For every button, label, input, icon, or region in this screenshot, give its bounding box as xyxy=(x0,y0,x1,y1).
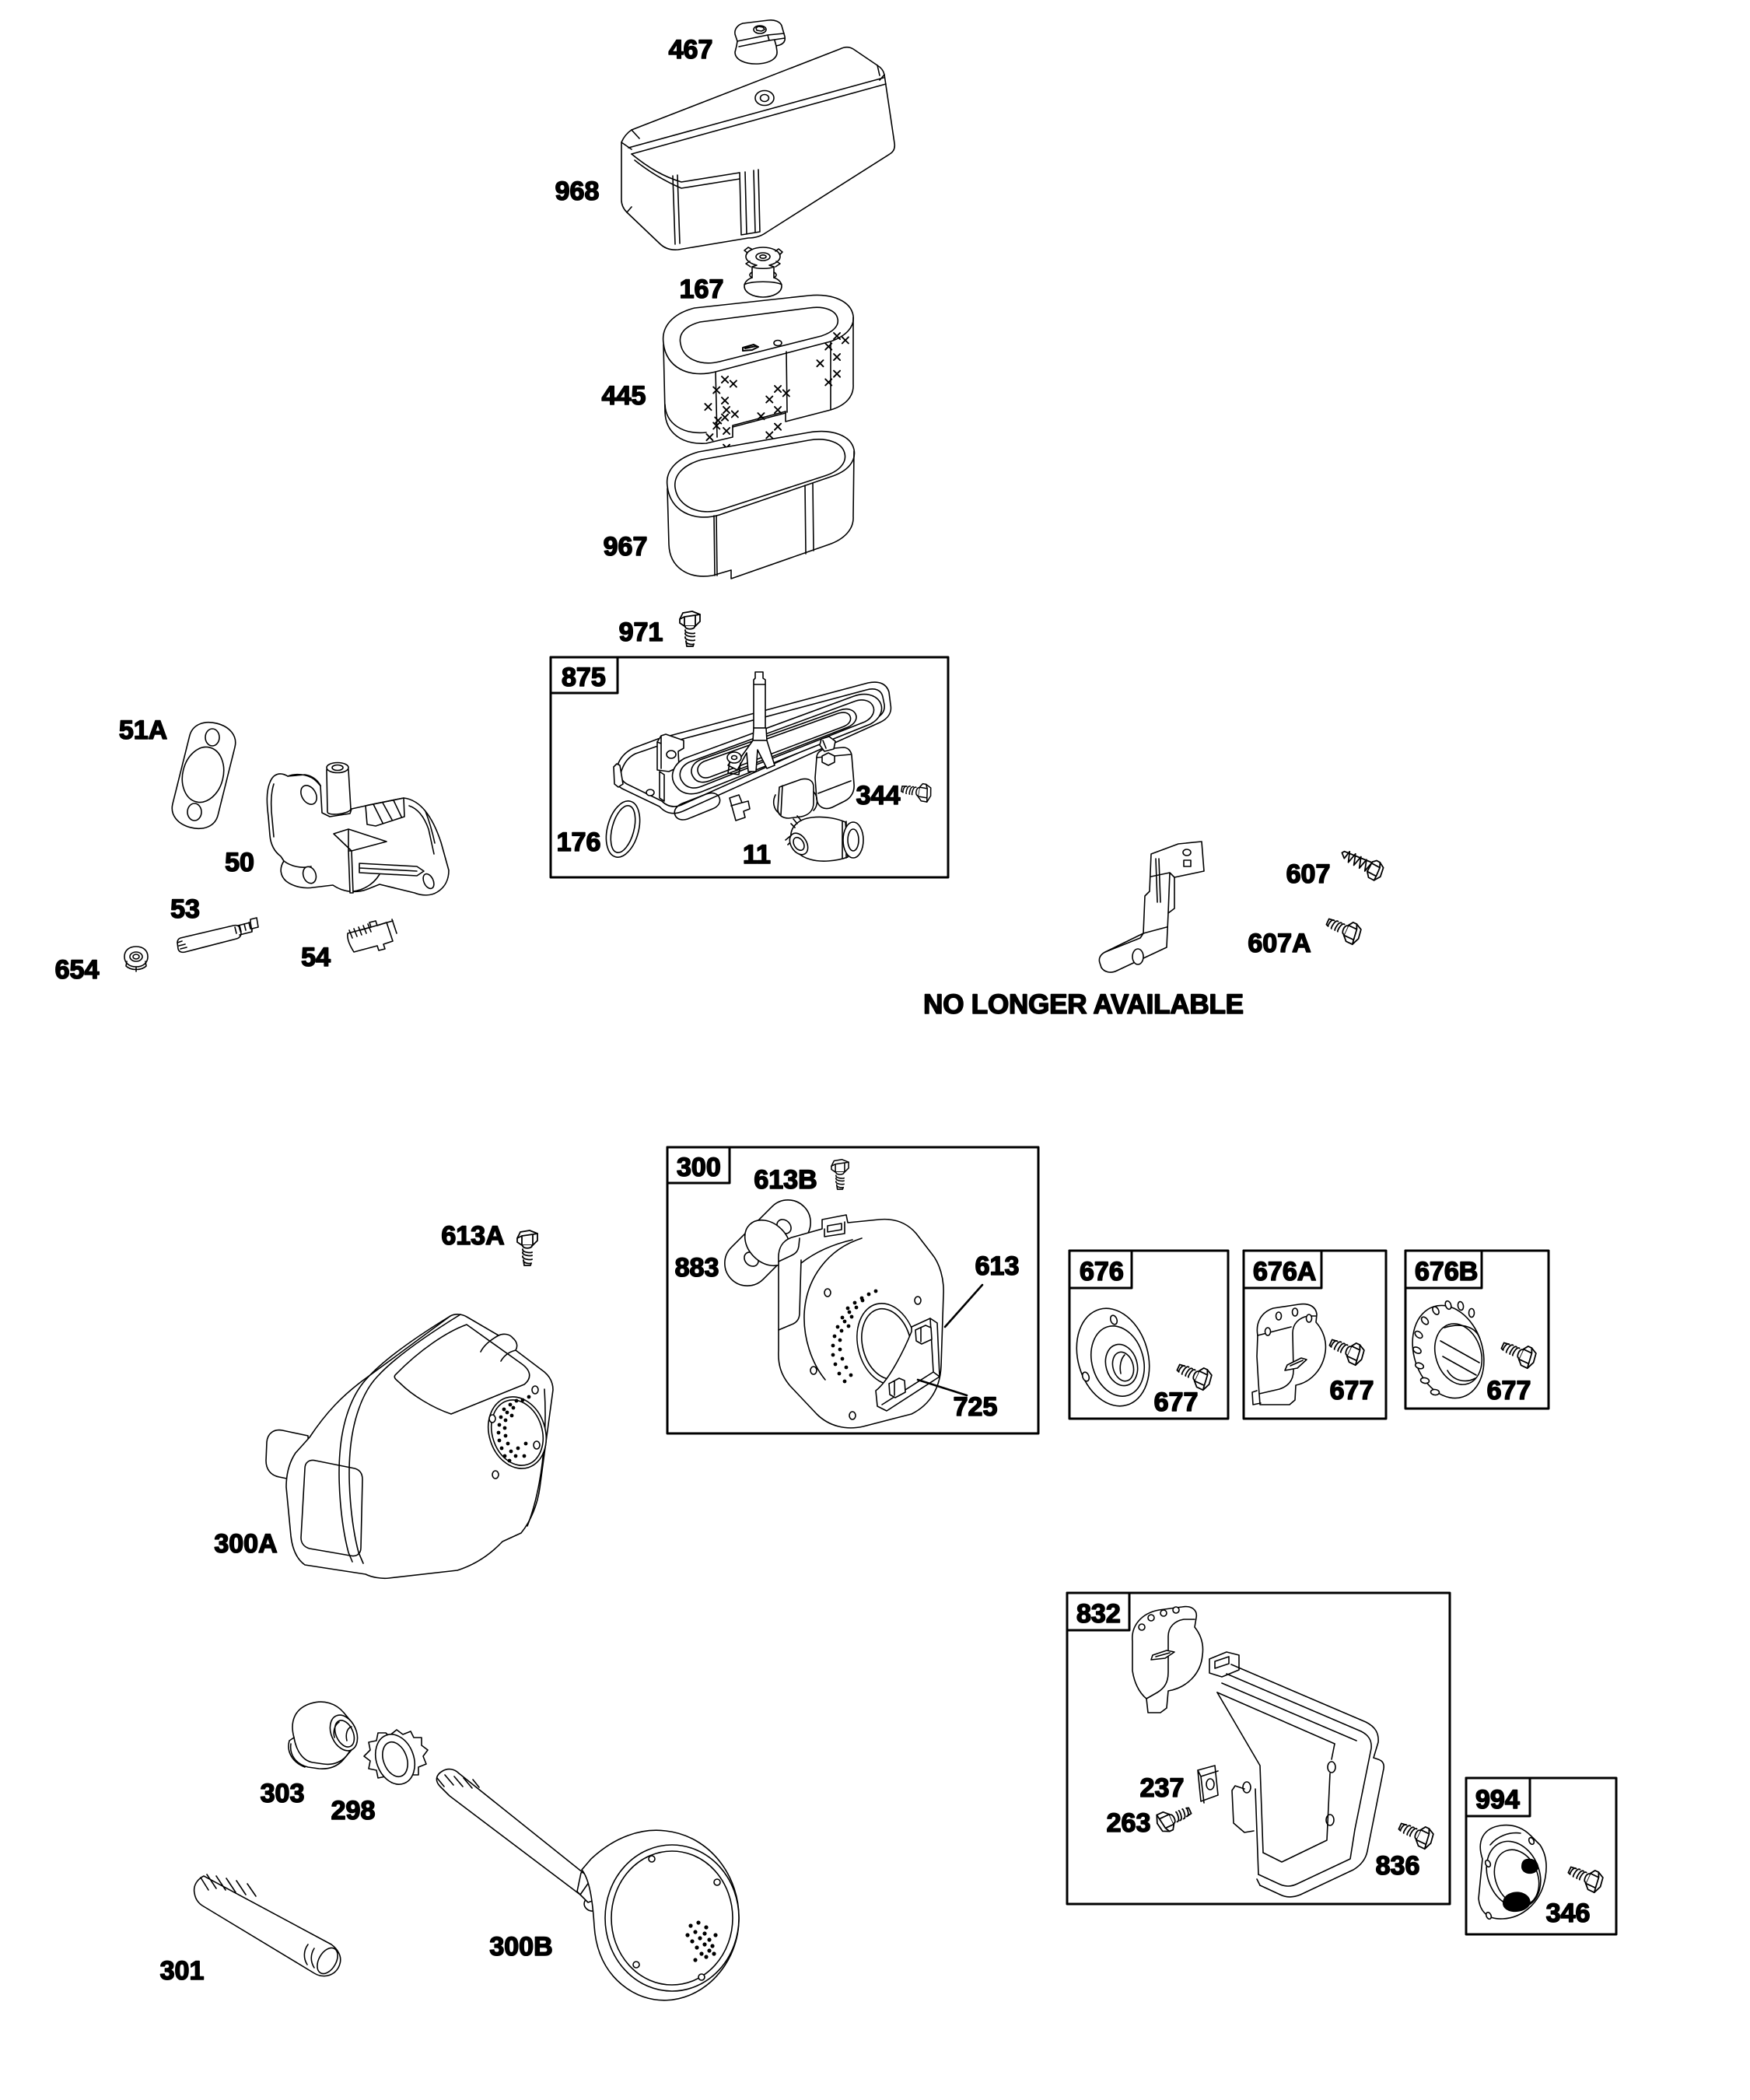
svg-text:971: 971 xyxy=(619,618,663,647)
svg-text:NO LONGER AVAILABLE: NO LONGER AVAILABLE xyxy=(923,989,1244,1020)
svg-text:677: 677 xyxy=(1330,1376,1374,1405)
svg-text:875: 875 xyxy=(562,663,606,692)
svg-text:676A: 676A xyxy=(1253,1257,1316,1286)
svg-text:300A: 300A xyxy=(214,1529,277,1559)
svg-text:176: 176 xyxy=(557,828,601,857)
svg-text:677: 677 xyxy=(1154,1388,1199,1417)
svg-text:968: 968 xyxy=(555,177,600,206)
svg-text:300B: 300B xyxy=(489,1932,552,1962)
svg-text:237: 237 xyxy=(1140,1773,1185,1803)
svg-text:346: 346 xyxy=(1546,1899,1591,1928)
svg-text:676B: 676B xyxy=(1415,1257,1478,1286)
svg-text:445: 445 xyxy=(602,381,646,411)
svg-text:607A: 607A xyxy=(1248,929,1311,958)
svg-text:300: 300 xyxy=(677,1153,721,1182)
svg-text:301: 301 xyxy=(160,1956,205,1986)
svg-text:883: 883 xyxy=(675,1253,719,1283)
svg-text:613: 613 xyxy=(975,1251,1020,1281)
svg-text:11: 11 xyxy=(743,840,771,870)
svg-text:654: 654 xyxy=(55,955,100,985)
svg-text:54: 54 xyxy=(301,943,331,972)
svg-text:832: 832 xyxy=(1076,1599,1121,1629)
svg-text:298: 298 xyxy=(331,1796,376,1825)
svg-text:677: 677 xyxy=(1487,1376,1531,1405)
svg-text:51A: 51A xyxy=(119,716,167,745)
svg-text:53: 53 xyxy=(170,894,200,924)
svg-text:967: 967 xyxy=(604,532,648,562)
svg-text:613A: 613A xyxy=(441,1221,504,1251)
svg-text:167: 167 xyxy=(680,275,724,304)
svg-text:676: 676 xyxy=(1080,1257,1124,1286)
svg-text:994: 994 xyxy=(1475,1785,1520,1815)
svg-text:467: 467 xyxy=(669,35,713,65)
svg-text:50: 50 xyxy=(225,848,254,877)
svg-text:303: 303 xyxy=(261,1779,305,1808)
svg-text:613B: 613B xyxy=(754,1165,817,1195)
svg-text:344: 344 xyxy=(856,781,901,810)
svg-text:263: 263 xyxy=(1107,1808,1151,1838)
svg-text:725: 725 xyxy=(954,1392,998,1422)
svg-text:836: 836 xyxy=(1376,1851,1420,1881)
svg-text:607: 607 xyxy=(1286,859,1331,889)
